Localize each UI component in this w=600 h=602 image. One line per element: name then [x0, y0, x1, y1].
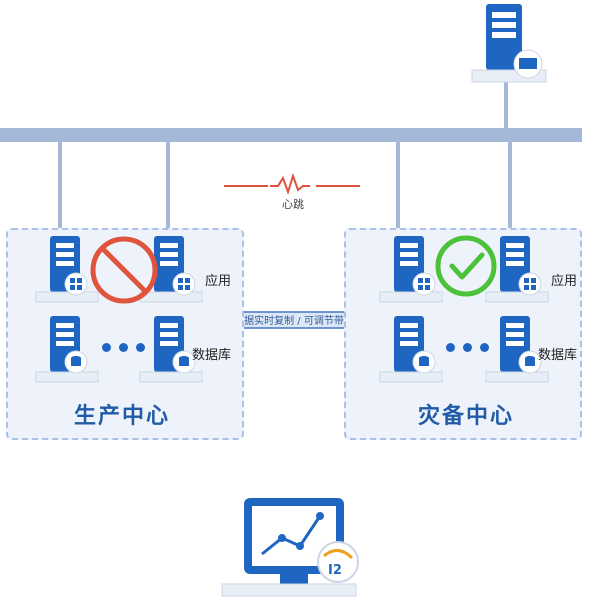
- monitor-badge-icon: [519, 58, 537, 69]
- disaster-app-label: 应用: [551, 274, 578, 289]
- database-badge-icon: [71, 356, 81, 366]
- disaster-center-title: 灾备中心: [418, 404, 515, 429]
- windows-badge-icon: [524, 278, 536, 290]
- disaster-db-label: 数据库: [538, 348, 578, 363]
- disaster-servers: [379, 235, 549, 383]
- production-more-dots: [102, 343, 145, 352]
- top-server-connector: [504, 82, 508, 132]
- server-icon: [379, 236, 443, 303]
- server-icon: [485, 236, 549, 303]
- windows-badge-icon: [418, 278, 430, 290]
- svg-text:I2: I2: [328, 563, 342, 578]
- heartbeat-label: 心跳: [282, 198, 304, 211]
- dr-drop-2: [508, 142, 512, 230]
- production-center-panel: [6, 228, 244, 440]
- chart-line-icon: [261, 512, 324, 556]
- windows-badge-icon: [178, 278, 190, 290]
- network-bus: [0, 128, 582, 142]
- heartbeat-icon: [224, 172, 360, 196]
- prod-drop-1: [58, 142, 62, 230]
- i2-logo-icon: I2: [317, 541, 359, 583]
- production-app-label: 应用: [205, 274, 232, 289]
- prod-drop-2: [166, 142, 170, 230]
- sync-label: 数据实时复制 / 可调节带宽: [234, 316, 354, 327]
- dr-drop-1: [396, 142, 400, 230]
- windows-badge-icon: [70, 278, 82, 290]
- server-icon: [35, 316, 99, 383]
- server-icon: [139, 316, 203, 383]
- production-servers: [35, 236, 203, 383]
- server-icon: [485, 316, 549, 383]
- management-console: I2: [221, 498, 359, 597]
- production-db-label: 数据库: [192, 348, 232, 363]
- database-badge-icon: [525, 356, 535, 366]
- server-icon: [139, 236, 203, 303]
- server-icon: [35, 236, 99, 303]
- disaster-center-panel: [344, 228, 582, 440]
- server-icon: [379, 316, 443, 383]
- checkmark-icon: [435, 235, 497, 297]
- database-badge-icon: [179, 356, 189, 366]
- database-badge-icon: [419, 356, 429, 366]
- production-center-title: 生产中心: [74, 404, 171, 429]
- top-server: [471, 4, 547, 83]
- disaster-more-dots: [446, 343, 489, 352]
- forbidden-icon: [90, 236, 158, 304]
